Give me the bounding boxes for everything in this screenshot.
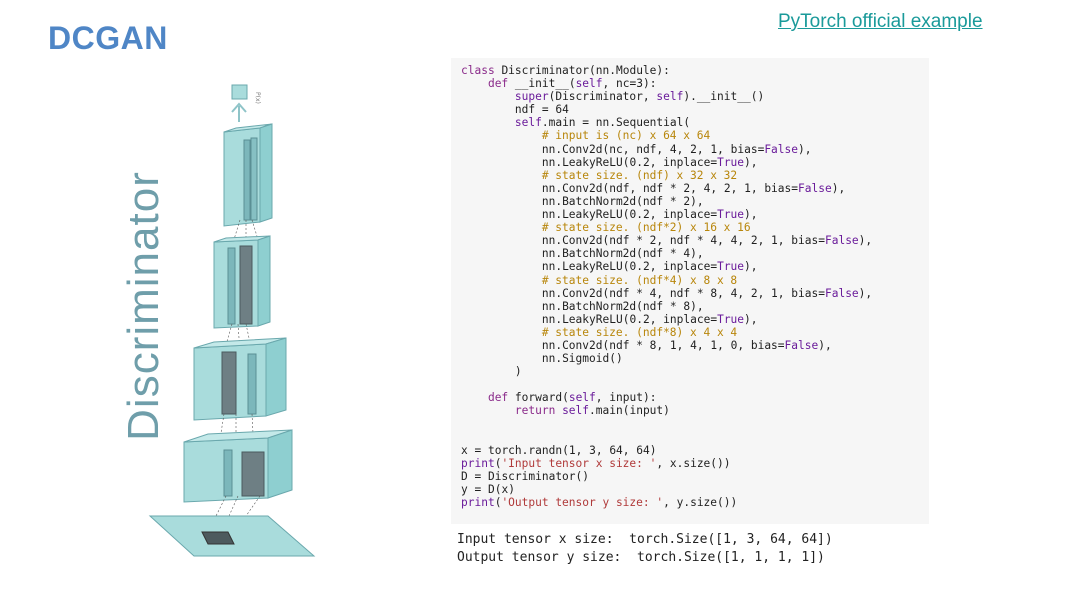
conv-layer-3: [213, 235, 271, 329]
up-arrow-icon: [231, 102, 247, 122]
slide-title: DCGAN: [48, 20, 168, 56]
code-line: class Discriminator(nn.Module):: [461, 64, 670, 77]
code-line: nn.Sigmoid(): [541, 352, 623, 366]
code-line: y = D(x): [461, 483, 515, 496]
code-line: nn.BatchNorm2d(ndf * 4),: [541, 247, 704, 261]
input-image-layer: [148, 515, 316, 557]
output-box: [231, 84, 248, 100]
code-line: # state size. (ndf*8) x 4 x 4: [541, 325, 738, 339]
code-line: # state size. (ndf) x 32 x 32: [541, 168, 738, 182]
conv-layer-2: [193, 337, 287, 421]
code-line: # state size. (ndf*4) x 8 x 8: [541, 273, 738, 287]
code-line: ): [461, 365, 522, 379]
code-line: def __init__(self, nc=3):: [487, 77, 657, 91]
code-line: nn.Conv2d(nc, ndf, 4, 2, 1, bias=False),: [541, 142, 812, 156]
code-line: super(Discriminator, self).__init__(): [514, 90, 765, 104]
output-line-2: Output tensor y size: torch.Size([1, 1, …: [457, 550, 825, 565]
code-line: nn.BatchNorm2d(ndf * 2),: [541, 194, 704, 208]
code-panel: class Discriminator(nn.Module): def __in…: [451, 58, 929, 524]
code-line: print('Input tensor x size: ', x.size()): [461, 456, 731, 470]
console-output: Input tensor x size: torch.Size([1, 3, 6…: [457, 531, 833, 567]
code-line: [461, 378, 929, 391]
code-line: nn.LeakyReLU(0.2, inplace=True),: [541, 208, 758, 222]
code-line: self.main = nn.Sequential(: [514, 116, 691, 130]
code-line: nn.LeakyReLU(0.2, inplace=True),: [541, 155, 758, 169]
code-line: nn.Conv2d(ndf * 4, ndf * 8, 4, 2, 1, bia…: [541, 286, 873, 300]
code-line: # input is (nc) x 64 x 64: [541, 129, 711, 143]
output-label: P(x): [254, 92, 261, 104]
code-line: nn.Conv2d(ndf, ndf * 2, 4, 2, 1, bias=Fa…: [541, 181, 846, 195]
code-line: D = Discriminator(): [461, 469, 590, 483]
code-line: nn.BatchNorm2d(ndf * 8),: [541, 299, 704, 313]
code-line: def forward(self, input):: [487, 391, 657, 405]
pytorch-example-link[interactable]: PyTorch official example: [778, 11, 983, 32]
code-line: return self.main(input): [514, 404, 670, 418]
code-line: x = torch.randn(1, 3, 64, 64): [461, 443, 657, 457]
code-line: [461, 431, 929, 444]
conv-layer-1: [183, 429, 293, 503]
discriminator-diagram: P(x): [148, 84, 316, 557]
code-line: nn.LeakyReLU(0.2, inplace=True),: [541, 312, 758, 326]
output-line-1: Input tensor x size: torch.Size([1, 3, 6…: [457, 532, 833, 547]
code-line: nn.Conv2d(ndf * 2, ndf * 4, 4, 2, 1, bia…: [541, 234, 873, 248]
code-line: ndf = 64: [514, 103, 569, 117]
code-line: print('Output tensor y size: ', y.size()…: [461, 496, 738, 510]
conv-layer-4: [223, 123, 273, 227]
code-line: nn.LeakyReLU(0.2, inplace=True),: [541, 260, 758, 274]
code-line: [461, 418, 929, 431]
code-block: class Discriminator(nn.Module): def __in…: [451, 58, 929, 509]
code-line: # state size. (ndf*2) x 16 x 16: [541, 221, 751, 235]
code-line: nn.Conv2d(ndf * 8, 1, 4, 1, 0, bias=Fals…: [541, 338, 832, 352]
